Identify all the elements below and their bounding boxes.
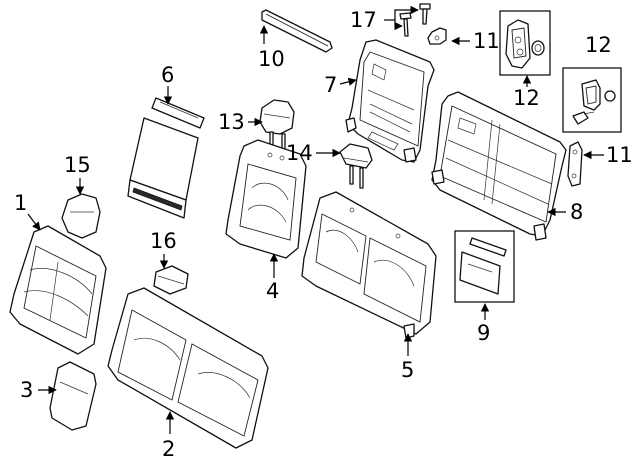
part-11-bracket-right[interactable]	[567, 141, 583, 187]
callout-8: 8	[570, 200, 583, 224]
callout-5: 5	[401, 358, 414, 382]
leader-1	[27, 213, 41, 231]
part-12-hinge-top[interactable]	[505, 19, 545, 69]
part-3-cushion[interactable]	[49, 361, 97, 431]
callout-4: 4	[266, 279, 279, 303]
part-15-headrest[interactable]	[61, 193, 101, 239]
callout-11-top: 11	[473, 29, 500, 53]
callout-16: 16	[150, 229, 177, 253]
callout-3: 3	[20, 378, 33, 402]
callout-12-right: 12	[585, 33, 612, 57]
leader-17	[384, 5, 419, 31]
callout-2: 2	[162, 437, 175, 461]
part-4-seatback-cover[interactable]	[225, 139, 307, 259]
leader-7	[339, 77, 357, 86]
callout-7: 7	[324, 73, 337, 97]
part-7-seatback-frame[interactable]	[345, 39, 435, 163]
callout-15: 15	[64, 153, 91, 177]
callout-11-right: 11	[606, 143, 633, 167]
part-5-seatback-cover[interactable]	[301, 191, 437, 339]
callout-17: 17	[350, 8, 377, 32]
part-1-seat-cushion[interactable]	[9, 225, 107, 355]
callout-6: 6	[161, 63, 174, 87]
callout-9: 9	[477, 321, 490, 345]
part-10-trim-strip[interactable]	[261, 9, 333, 53]
callout-14: 14	[286, 141, 313, 165]
part-8-seatback-frame[interactable]	[431, 91, 567, 241]
callout-13: 13	[218, 110, 245, 134]
part-12-striker[interactable]	[572, 79, 616, 125]
part-9-pad[interactable]	[459, 237, 507, 295]
part-6-pad[interactable]	[127, 97, 205, 219]
part-2-bench-cushion[interactable]	[107, 287, 269, 449]
part-16-block[interactable]	[153, 265, 189, 295]
part-17-bolts[interactable]	[399, 3, 431, 37]
callout-10: 10	[258, 47, 285, 71]
part-14-center-headrest[interactable]	[339, 143, 373, 189]
callout-1: 1	[14, 191, 27, 215]
callout-12-top: 12	[513, 86, 540, 110]
part-11-bracket-top[interactable]	[427, 27, 447, 45]
